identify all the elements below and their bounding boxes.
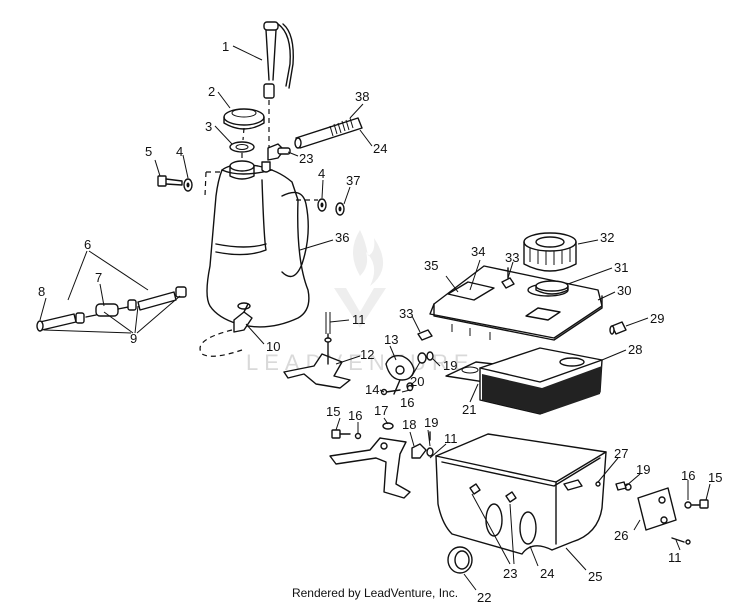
callout-4: 4 <box>176 144 183 159</box>
callout-11: 11 <box>352 312 366 327</box>
callout-36: 36 <box>335 230 349 245</box>
callout-32: 32 <box>600 230 614 245</box>
washer-right <box>317 198 345 216</box>
callout-19: 19 <box>443 358 457 373</box>
lower-bracket <box>329 437 411 499</box>
callout-23-lower: 23 <box>503 566 517 581</box>
callout-30: 30 <box>617 283 631 298</box>
fill-tube-assembly <box>263 21 294 150</box>
callout-12: 12 <box>360 347 374 362</box>
bolt-left <box>157 175 193 192</box>
callout-5: 5 <box>145 144 152 159</box>
callout-15-right: 15 <box>708 470 722 485</box>
callout-37: 37 <box>346 173 360 188</box>
callout-21: 21 <box>462 402 476 417</box>
callout-11-right: 11 <box>668 550 682 565</box>
small-fasteners <box>380 351 434 396</box>
drain-fitting <box>233 303 253 333</box>
callout-33-left: 33 <box>399 306 413 321</box>
airbox-base <box>435 433 607 555</box>
callout-4-right: 4 <box>318 166 325 181</box>
callout-16-right: 16 <box>681 468 695 483</box>
callout-28: 28 <box>628 342 642 357</box>
callout-22: 22 <box>477 590 491 605</box>
callout-38: 38 <box>355 89 369 104</box>
callout-15: 15 <box>326 404 340 419</box>
fuel-cap <box>223 108 265 130</box>
callout-24: 24 <box>373 141 387 156</box>
rendered-by-caption: Rendered by LeadVenture, Inc. <box>291 586 459 600</box>
airbox-cover <box>429 265 603 341</box>
callouts: 1 2 3 4 5 38 24 23 4 37 36 6 7 8 9 10 11… <box>38 39 722 605</box>
connector <box>609 321 627 335</box>
callout-24-lower: 24 <box>540 566 554 581</box>
callout-31: 31 <box>614 260 628 275</box>
callout-26: 26 <box>614 528 628 543</box>
callout-10: 10 <box>266 339 280 354</box>
foam-pre-filter <box>479 347 603 415</box>
callout-1: 1 <box>222 39 229 54</box>
callout-35: 35 <box>424 258 438 273</box>
callout-11-lower: 11 <box>444 431 458 446</box>
fuel-tank <box>206 160 310 328</box>
filter-ring <box>535 280 569 295</box>
lower-bracket-hardware <box>331 422 434 459</box>
callout-33-top: 33 <box>505 250 519 265</box>
fuel-line-assembly <box>36 286 187 332</box>
leader-lines <box>39 45 711 591</box>
callout-2: 2 <box>208 84 215 99</box>
tank-bracket <box>283 312 351 389</box>
clip-left <box>417 329 433 341</box>
callout-25: 25 <box>588 569 602 584</box>
callout-27: 27 <box>614 446 628 461</box>
callout-18: 18 <box>402 417 416 432</box>
grommet <box>447 546 473 574</box>
callout-9: 9 <box>130 331 137 346</box>
watermark-logo <box>334 230 386 328</box>
callout-16: 16 <box>400 395 414 410</box>
air-filter-element <box>523 232 577 272</box>
callout-13: 13 <box>384 332 398 347</box>
callout-8: 8 <box>38 284 45 299</box>
right-plate <box>615 481 709 545</box>
callout-16-lower: 16 <box>348 408 362 423</box>
callout-3: 3 <box>205 119 212 134</box>
vent-hose <box>294 117 363 149</box>
callout-19-right: 19 <box>636 462 650 477</box>
callout-29: 29 <box>650 311 664 326</box>
callout-23: 23 <box>299 151 313 166</box>
callout-17: 17 <box>374 403 388 418</box>
callout-14: 14 <box>365 382 379 397</box>
callout-20: 20 <box>410 374 424 389</box>
elbow-fitting <box>267 143 291 161</box>
callout-19-lower: 19 <box>424 415 438 430</box>
callout-6: 6 <box>84 237 91 252</box>
callout-7: 7 <box>95 270 102 285</box>
cap-gasket <box>229 141 255 153</box>
callout-34: 34 <box>471 244 485 259</box>
